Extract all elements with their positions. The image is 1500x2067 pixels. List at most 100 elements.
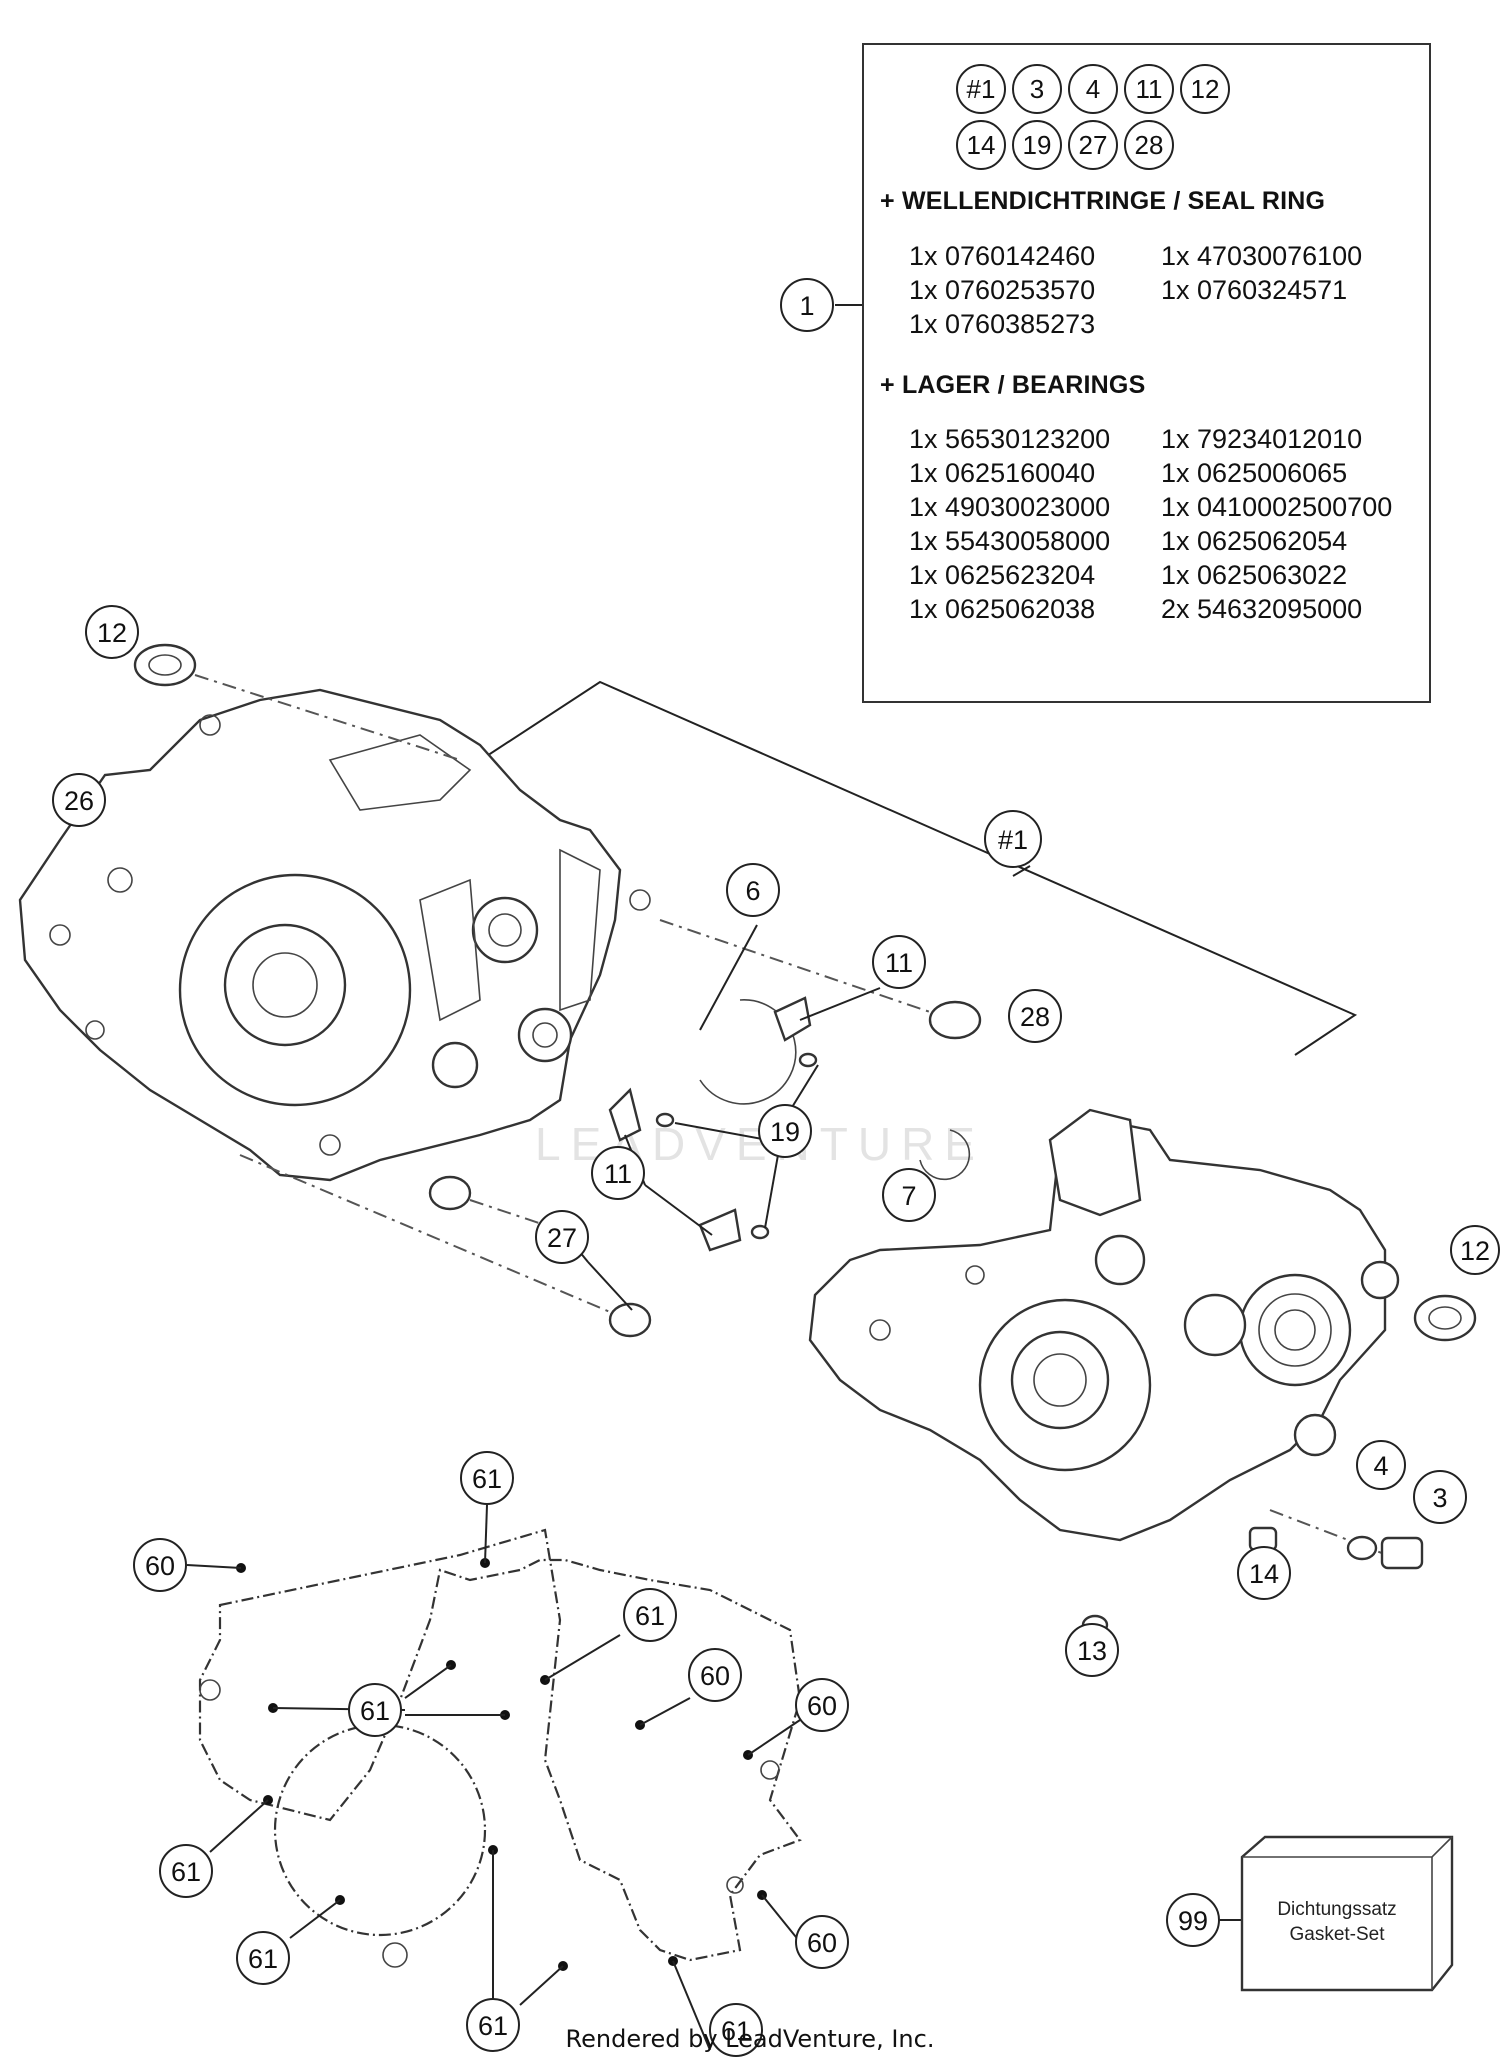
callout-26: 26 (52, 773, 106, 827)
sleeve-12-right (1413, 1294, 1477, 1342)
kit-badge: 11 (1124, 64, 1174, 114)
bearings-list: 1x 56530123200 1x 79234012010 1x 0625160… (909, 424, 1421, 625)
callout-6: 6 (726, 863, 780, 917)
callout-61-left: 61 (159, 1844, 213, 1898)
callout-label: 61 (472, 1464, 502, 1494)
callout-60-upper: 60 (688, 1648, 742, 1702)
bearings-title: + LAGER / BEARINGS (880, 371, 1146, 399)
callout-1: 1 (780, 278, 834, 332)
callout-label: 3 (1432, 1483, 1447, 1513)
part-number: 1x 0625062054 (1161, 526, 1348, 556)
gasket-set-label-en: Gasket-Set (1289, 1924, 1385, 1945)
callout-13: 13 (1065, 1623, 1119, 1677)
callout-label: 28 (1020, 1002, 1050, 1032)
screw-19-b (655, 1112, 675, 1128)
callout-kit-1: #1 (984, 810, 1042, 868)
circlip-7 (919, 1129, 971, 1181)
lock-plate-11-low (698, 1208, 742, 1252)
callout-4: 4 (1356, 1440, 1406, 1490)
callout-7: 7 (882, 1168, 936, 1222)
callout-14: 14 (1237, 1546, 1291, 1600)
callout-27: 27 (535, 1210, 589, 1264)
part-number: 1x 0760253570 (909, 275, 1096, 305)
part-number: 1x 49030023000 (909, 492, 1111, 522)
part-number: 1x 0625160040 (909, 458, 1096, 488)
callout-12-right: 12 (1450, 1225, 1500, 1275)
left-crankcase-half (18, 688, 651, 1182)
callout-label: 26 (64, 786, 94, 816)
part-number: 1x 79234012010 (1161, 424, 1363, 454)
kit-badge: 28 (1124, 120, 1174, 170)
screw-19-c (750, 1224, 770, 1240)
callout-label: 60 (807, 1928, 837, 1958)
dowel-pin-27-upper (428, 1175, 472, 1211)
callout-label: 61 (360, 1696, 390, 1726)
kit-badge: 14 (956, 120, 1006, 170)
part-number: 1x 55430058000 (909, 526, 1111, 556)
kit-badges-row-2: 14 19 27 28 (956, 120, 1174, 170)
callout-label: 13 (1077, 1636, 1107, 1666)
kit-badges-row-1: #1 3 4 11 12 (956, 64, 1230, 114)
part-number: 1x 0760142460 (909, 241, 1096, 271)
callout-3: 3 (1413, 1470, 1467, 1524)
callout-11-top: 11 (872, 935, 926, 989)
callout-60-left: 60 (133, 1538, 187, 1592)
drain-plug-3 (1380, 1536, 1424, 1570)
lock-plate-11-top (773, 996, 812, 1042)
kit-badge: 19 (1012, 120, 1062, 170)
kit-contents-box: #1 3 4 11 12 14 19 27 28 + WELLENDICHTRI… (862, 43, 1431, 703)
callout-label: 60 (700, 1661, 730, 1691)
part-number: 1x 56530123200 (909, 424, 1111, 454)
callout-label: 61 (248, 1944, 278, 1974)
callout-60-lower-right: 60 (795, 1915, 849, 1969)
footer-credit: Rendered by LeadVenture, Inc. (565, 2025, 935, 2053)
part-number: 1x 0760385273 (909, 309, 1096, 339)
part-number: 1x 47030076100 (1161, 241, 1363, 271)
gasket-set-box: Dichtungssatz Gasket-Set (1219, 1835, 1454, 1992)
gasket-set-label-de: Dichtungssatz (1277, 1899, 1396, 1920)
sealant-dots (236, 1558, 767, 1971)
callout-label: 61 (478, 2011, 508, 2041)
callout-label: 27 (547, 1223, 577, 1253)
callout-60-right: 60 (795, 1678, 849, 1732)
part-number: 1x 0410002500700 (1161, 492, 1393, 522)
callout-61-right-top: 61 (623, 1588, 677, 1642)
callout-label: 1 (799, 291, 814, 321)
callout-label: 60 (145, 1551, 175, 1581)
kit-badge: 4 (1068, 64, 1118, 114)
callout-label: 19 (770, 1117, 800, 1147)
part-number: 1x 0625623204 (909, 560, 1096, 590)
callout-11-lower: 11 (591, 1146, 645, 1200)
callout-61-center: 61 (348, 1683, 402, 1737)
callout-label: 4 (1373, 1451, 1388, 1481)
callout-label: 11 (885, 948, 913, 978)
callout-label: 61 (721, 2016, 751, 2046)
callout-label: 99 (1178, 1906, 1208, 1936)
part-number: 2x 54632095000 (1161, 594, 1363, 624)
callout-61-bottom-right: 61 (709, 2003, 763, 2057)
callout-12-top: 12 (85, 605, 139, 659)
callout-label: 12 (1460, 1236, 1490, 1266)
crankcase-gasket (198, 1528, 802, 1968)
callout-label: 61 (171, 1857, 201, 1887)
circlip-6 (699, 999, 797, 1105)
callout-label: 7 (901, 1181, 916, 1211)
part-number: 1x 0625006065 (1161, 458, 1348, 488)
seal-washer-4 (1346, 1535, 1378, 1561)
callout-label: #1 (998, 825, 1028, 855)
callout-label: 12 (97, 618, 127, 648)
right-crankcase-half (808, 1108, 1400, 1542)
callout-label: 60 (807, 1691, 837, 1721)
bushing-28 (928, 1000, 982, 1040)
dowel-pin-27-lower (608, 1302, 652, 1338)
callout-label: 6 (745, 876, 760, 906)
seal-ring-title: + WELLENDICHTRINGE / SEAL RING (880, 187, 1326, 215)
callout-61-top: 61 (460, 1451, 514, 1505)
callout-label: 11 (604, 1159, 632, 1189)
kit-badge: #1 (956, 64, 1006, 114)
callout-19: 19 (758, 1104, 812, 1158)
callout-99: 99 (1166, 1893, 1220, 1947)
lock-plate-11-mid (608, 1087, 642, 1142)
callout-label: 61 (635, 1601, 665, 1631)
